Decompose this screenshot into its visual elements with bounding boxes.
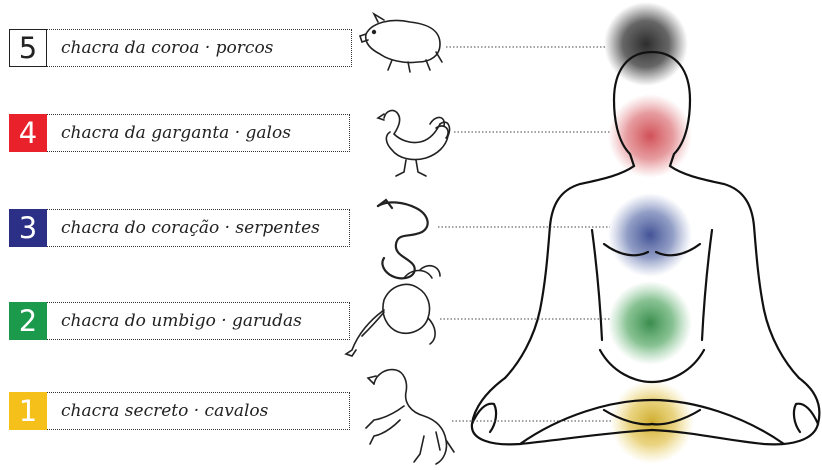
chakra-label-1: chacra secreto · cavalos: [47, 392, 350, 430]
chakra-label-4: chacra da garganta · galos: [47, 114, 350, 152]
crown-chakra-glow: [604, 2, 688, 86]
chakra-number-2: 2: [9, 302, 47, 340]
chakra-label-5: chacra da coroa · porcos: [47, 29, 352, 67]
chakra-label-3: chacra do coração · serpentes: [47, 209, 350, 247]
chakra-number-3: 3: [9, 209, 47, 247]
chakra-row-4: 4 chacra da garganta · galos: [9, 114, 350, 152]
navel-chakra-glow: [608, 281, 692, 365]
chakra-label-2: chacra do umbigo · garudas: [47, 302, 350, 340]
chakra-number-4: 4: [9, 114, 47, 152]
secret-chakra-glow: [610, 380, 694, 464]
snake-icon: [378, 200, 428, 278]
heart-chakra-glow: [608, 193, 692, 277]
chakra-row-1: 1 chacra secreto · cavalos: [9, 392, 350, 430]
chakra-row-2: 2 chacra do umbigo · garudas: [9, 302, 350, 340]
chakra-number-5: 5: [9, 29, 47, 67]
chakra-row-3: 3 chacra do coração · serpentes: [9, 209, 350, 247]
pig-icon: [360, 14, 442, 72]
throat-chakra-glow: [608, 94, 692, 178]
chakra-row-5: 5 chacra da coroa · porcos: [9, 29, 352, 67]
chakra-number-1: 1: [9, 392, 47, 430]
garuda-icon: [346, 266, 440, 356]
horse-icon: [366, 370, 454, 464]
rooster-icon: [378, 111, 450, 176]
